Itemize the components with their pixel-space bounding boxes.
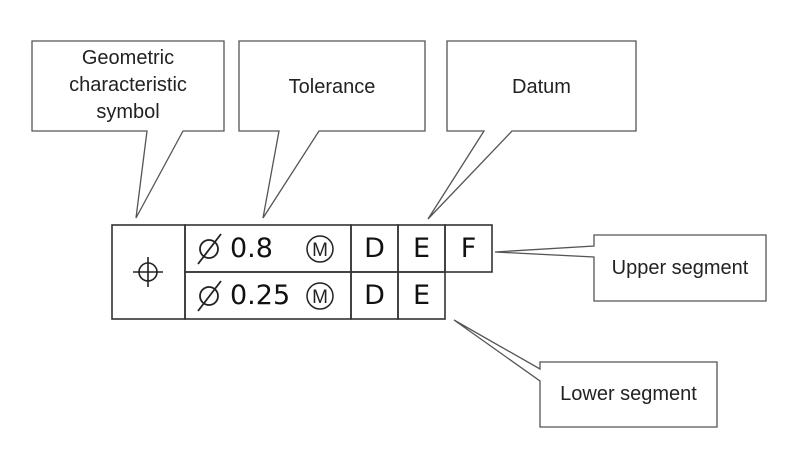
datum-callout-label: Datum bbox=[512, 76, 571, 98]
lower-datum-d: D bbox=[364, 280, 385, 311]
upper-tolerance-value: 0.8 bbox=[230, 233, 273, 264]
tolerance-callout-label: Tolerance bbox=[288, 76, 376, 98]
geometric-callout-line: Geometric bbox=[81, 47, 175, 69]
lower-tolerance-value: 0.25 bbox=[230, 280, 291, 311]
diameter-icon bbox=[197, 280, 222, 312]
geometric-callout-line: symbol bbox=[96, 101, 160, 123]
datum-callout-box bbox=[427, 40, 637, 220]
geometric-callout-line: characteristic bbox=[69, 74, 187, 96]
lower-modifier-letter: M bbox=[312, 287, 328, 308]
lower-segment-callout-label: Lower segment bbox=[560, 383, 697, 405]
mmc-modifier-icon: M bbox=[306, 282, 334, 310]
lower-datum-e-cell bbox=[397, 271, 446, 320]
upper-datum-d: D bbox=[364, 233, 385, 264]
lower-datum-e: E bbox=[412, 280, 431, 311]
upper-modifier-letter: M bbox=[312, 240, 328, 261]
diameter-icon bbox=[197, 233, 222, 265]
mmc-modifier-icon: M bbox=[306, 235, 334, 263]
lower-segment-callout-box bbox=[453, 319, 718, 428]
tolerance-callout-box bbox=[238, 40, 426, 219]
upper-segment-callout-label: Upper segment bbox=[611, 257, 749, 279]
upper-datum-f: F bbox=[460, 233, 477, 264]
upper-datum-e: E bbox=[412, 233, 431, 264]
feature-control-frame bbox=[111, 224, 493, 320]
geometric-callout-box bbox=[31, 40, 225, 219]
upper-segment-callout-box bbox=[494, 234, 767, 302]
geometric-callout-label: Geometric characteristic symbol bbox=[32, 45, 224, 126]
upper-datum-f-cell bbox=[444, 224, 493, 273]
position-icon bbox=[133, 257, 163, 287]
